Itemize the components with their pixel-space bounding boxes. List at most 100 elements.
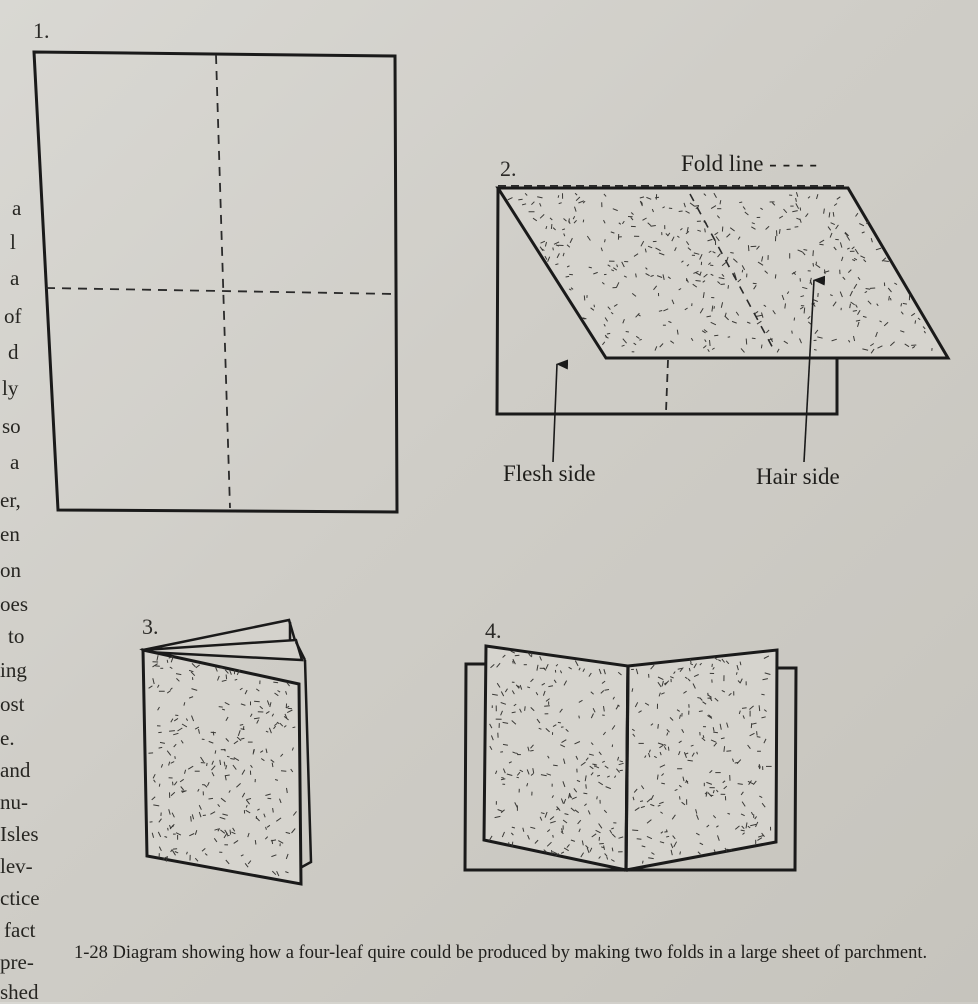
speckle-mark <box>167 660 168 663</box>
speckle-mark <box>710 340 711 346</box>
step-number-3: 3. <box>142 616 159 638</box>
speckle-mark <box>739 202 742 203</box>
speckle-mark <box>512 842 513 847</box>
step-2-first-fold <box>497 186 948 462</box>
speckle-mark <box>626 332 629 333</box>
speckle-mark <box>679 211 683 212</box>
speckle-mark <box>215 750 216 753</box>
step-4-opened-quire <box>465 646 796 870</box>
speckle-mark <box>636 274 637 278</box>
speckle-mark <box>558 195 559 198</box>
speckle-mark <box>657 775 658 780</box>
speckle-mark <box>594 305 595 308</box>
left-leaf <box>484 646 628 870</box>
speckle-mark <box>632 830 638 831</box>
speckle-mark <box>525 706 526 711</box>
speckle-mark <box>703 735 704 738</box>
speckle-mark <box>544 706 550 707</box>
speckle-mark <box>804 308 805 314</box>
speckle-mark <box>579 716 580 719</box>
speckle-mark <box>293 727 296 728</box>
speckle-mark <box>597 796 598 799</box>
speckle-mark <box>728 285 729 289</box>
speckle-mark <box>169 731 175 732</box>
speckle-mark <box>712 664 713 667</box>
speckle-mark <box>696 281 701 282</box>
speckle-mark <box>708 693 709 696</box>
speckle-mark <box>752 338 756 339</box>
speckle-mark <box>552 850 553 855</box>
speckle-mark <box>207 763 208 766</box>
speckle-mark <box>501 778 504 779</box>
speckle-mark <box>915 320 916 323</box>
speckle-mark <box>889 296 890 300</box>
speckle-mark <box>273 682 278 683</box>
flesh-side-label: Flesh side <box>503 462 596 485</box>
speckle-mark <box>833 212 834 217</box>
speckle-mark <box>728 813 731 814</box>
speckle-mark <box>736 672 737 675</box>
speckle-mark <box>288 708 292 709</box>
step-number-4: 4. <box>485 620 502 642</box>
hidden-fold-line <box>666 360 668 412</box>
speckle-mark <box>792 331 793 334</box>
speckle-mark <box>227 756 230 757</box>
speckle-mark <box>168 828 169 831</box>
speckle-mark <box>515 655 520 656</box>
speckle-mark <box>713 732 718 733</box>
speckle-mark <box>746 339 747 345</box>
speckle-mark <box>597 775 600 776</box>
speckle-mark <box>273 808 274 812</box>
speckle-mark <box>759 705 760 711</box>
step-1-flat-sheet <box>34 52 397 512</box>
speckle-mark <box>666 836 669 837</box>
speckle-mark <box>518 199 522 200</box>
speckle-mark <box>513 661 514 664</box>
speckle-mark <box>584 295 585 300</box>
speckle-mark <box>721 284 725 285</box>
speckle-mark <box>530 750 533 751</box>
speckle-mark <box>742 270 743 273</box>
speckle-mark <box>583 220 584 223</box>
speckle-mark <box>586 784 587 788</box>
speckle-mark <box>779 229 780 234</box>
speckle-mark <box>191 816 192 821</box>
speckle-mark <box>159 747 163 748</box>
speckle-mark <box>813 250 814 256</box>
speckle-mark <box>175 756 176 759</box>
speckle-mark <box>903 303 907 304</box>
speckle-mark <box>607 333 610 334</box>
speckle-mark <box>605 690 610 691</box>
speckle-mark <box>268 798 272 799</box>
speckle-mark <box>558 722 561 723</box>
speckle-mark <box>255 840 256 844</box>
speckle-mark <box>583 793 587 794</box>
speckle-mark <box>901 303 902 306</box>
speckle-mark <box>226 675 227 680</box>
speckle-mark <box>794 318 795 321</box>
hair-side-flap <box>498 188 948 358</box>
speckle-mark <box>566 276 570 277</box>
speckle-mark <box>553 835 554 838</box>
speckle-mark <box>785 303 786 308</box>
speckle-mark <box>761 345 762 349</box>
speckle-mark <box>829 212 830 217</box>
speckle-mark <box>655 197 659 198</box>
speckle-mark <box>730 253 733 254</box>
speckle-mark <box>890 298 891 300</box>
speckle-mark <box>159 784 160 787</box>
speckle-mark <box>230 830 231 835</box>
figure-caption: 1-28 Diagram showing how a four-leaf qui… <box>74 941 954 966</box>
speckle-mark <box>651 226 656 227</box>
speckle-mark <box>553 765 558 766</box>
speckle-mark <box>714 335 718 336</box>
speckle-mark <box>775 274 776 278</box>
speckle-mark <box>680 852 681 855</box>
spine-fold <box>626 666 628 870</box>
speckle-mark <box>582 318 585 319</box>
speckle-mark <box>643 861 644 864</box>
vertical-fold-line <box>216 55 230 508</box>
speckle-mark <box>795 227 799 228</box>
speckle-mark <box>724 746 725 752</box>
speckle-mark <box>211 732 216 733</box>
